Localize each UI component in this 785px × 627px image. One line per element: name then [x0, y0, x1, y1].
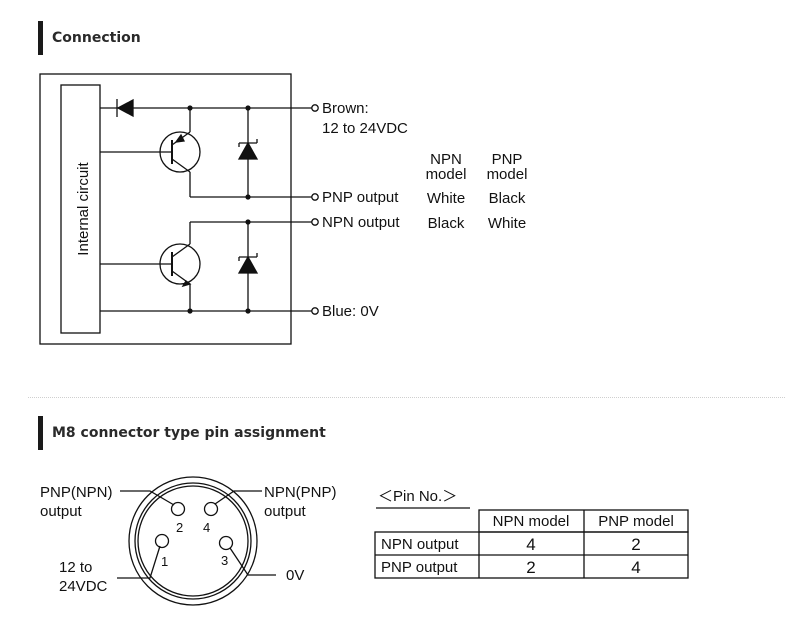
bottom-left-pin-label-2: 24VDC	[59, 578, 108, 595]
npn-output-npn-color: Black	[428, 215, 465, 232]
top-right-pin-label-1: NPN(PNP)	[264, 484, 337, 501]
m8-section-title: M8 connector type pin assignment	[38, 416, 326, 450]
pnp-output-label: PNP output	[322, 189, 399, 206]
pin-3-socket	[218, 535, 234, 551]
pin-4-number: 4	[203, 520, 210, 535]
section-divider	[28, 397, 785, 398]
npn-model-header-1: NPN	[430, 151, 462, 168]
pin-table-header-pnp: PNP model	[598, 513, 674, 530]
pin-table-row-label: PNP output	[381, 559, 458, 576]
top-right-pin-label-2: output	[264, 503, 307, 520]
pin-table-header-npn: NPN model	[493, 513, 570, 530]
pnp-model-header-2: model	[487, 166, 528, 183]
npn-output-pnp-color: White	[488, 215, 526, 232]
pin-4-socket	[203, 501, 219, 517]
sensor-housing	[39, 73, 292, 345]
top-left-pin-label-1: PNP(NPN)	[40, 484, 113, 501]
pin-2-number: 2	[176, 520, 183, 535]
bottom-left-pin-label-1: 12 to	[59, 559, 92, 576]
top-left-pin-label-2: output	[40, 503, 83, 520]
pin-table-cell: 4	[526, 535, 535, 554]
npn-model-header-2: model	[426, 166, 467, 183]
internal-circuit-block	[60, 84, 101, 334]
pin-table-cell: 2	[631, 535, 640, 554]
lower-zener-diode	[237, 255, 259, 274]
brown-label: Brown:	[322, 100, 369, 117]
pin-2-socket	[170, 501, 186, 517]
pnp-output-terminal	[311, 193, 319, 201]
npn-output-label: NPN output	[322, 214, 400, 231]
connection-section-title: Connection	[38, 21, 141, 55]
pin-1-number: 1	[161, 554, 168, 569]
pin-table-cell: 2	[526, 558, 535, 577]
pin-1-socket	[154, 533, 170, 549]
brown-voltage-label: 12 to 24VDC	[322, 120, 408, 137]
brown-terminal	[311, 104, 319, 112]
pin-table-caption: ＜Pin No.＞	[378, 488, 457, 505]
blue-terminal	[311, 307, 319, 315]
pin-table-cell: 4	[631, 558, 640, 577]
m8-connector	[117, 476, 276, 606]
pnp-model-header-1: PNP	[492, 151, 523, 168]
pin-3-number: 3	[221, 553, 228, 568]
pin-table-grid	[374, 509, 689, 579]
pin-table-row-label: NPN output	[381, 536, 459, 553]
internal-circuit-label: Internal circuit	[75, 161, 92, 255]
pnp-output-pnp-color: Black	[489, 190, 526, 207]
bottom-right-pin-label: 0V	[286, 567, 304, 584]
pnp-output-npn-color: White	[427, 190, 465, 207]
blue-label: Blue: 0V	[322, 303, 379, 320]
npn-output-terminal	[311, 218, 319, 226]
supply-diode	[116, 98, 134, 118]
upper-zener-diode	[237, 141, 259, 160]
